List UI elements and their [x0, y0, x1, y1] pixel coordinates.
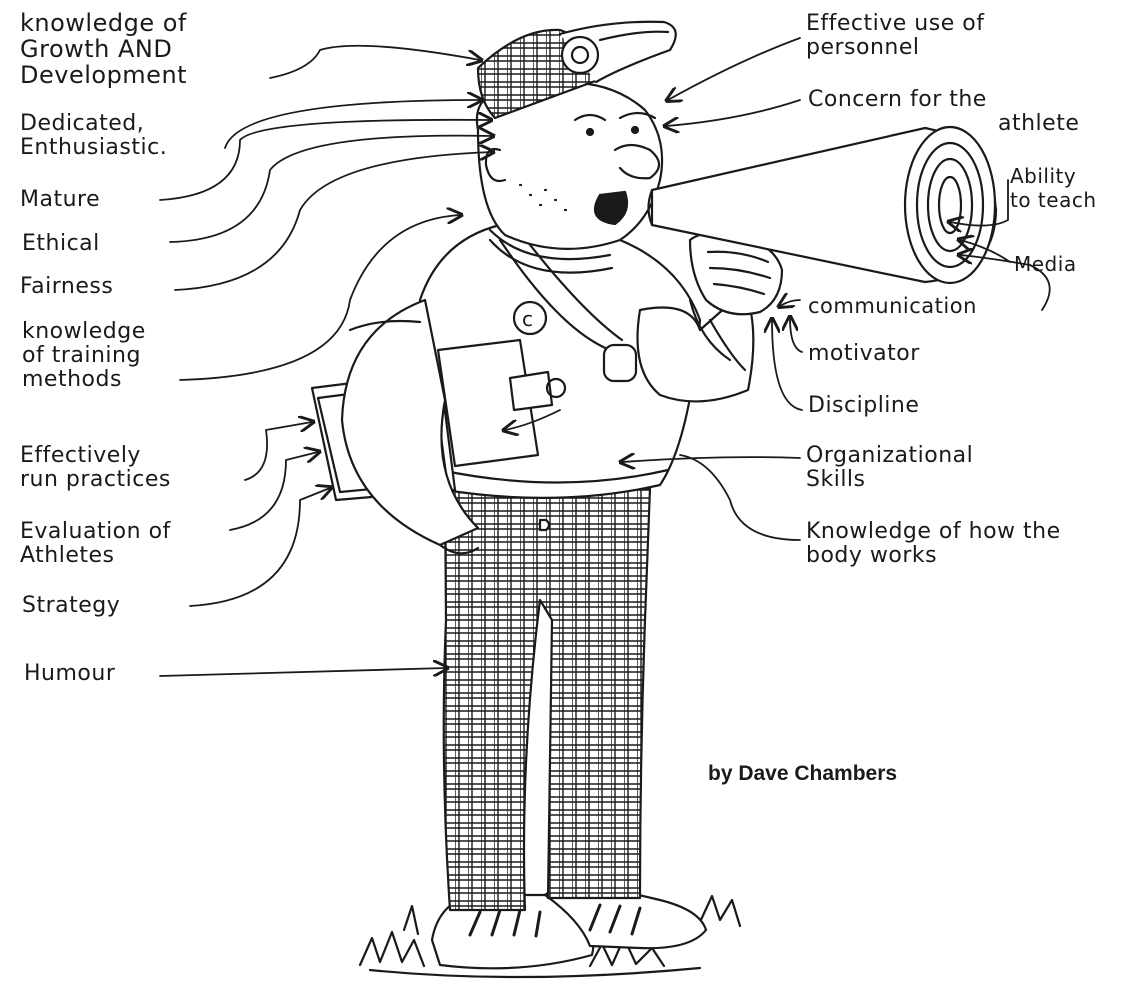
label-motivator: motivator: [808, 342, 920, 366]
label-humour: Humour: [24, 662, 115, 686]
svg-text:c: c: [522, 307, 533, 331]
label-dedicated: Dedicated,Enthusiastic.: [20, 112, 167, 160]
label-communication: communication: [808, 294, 977, 318]
author-credit: by Dave Chambers: [708, 762, 897, 786]
label-media: Media: [1014, 252, 1077, 276]
label-mature: Mature: [20, 188, 100, 212]
trousers: [444, 488, 650, 910]
label-strategy: Strategy: [22, 594, 120, 618]
label-ethical: Ethical: [22, 232, 100, 256]
label-fairness: Fairness: [20, 275, 113, 299]
label-discipline: Discipline: [808, 394, 919, 418]
